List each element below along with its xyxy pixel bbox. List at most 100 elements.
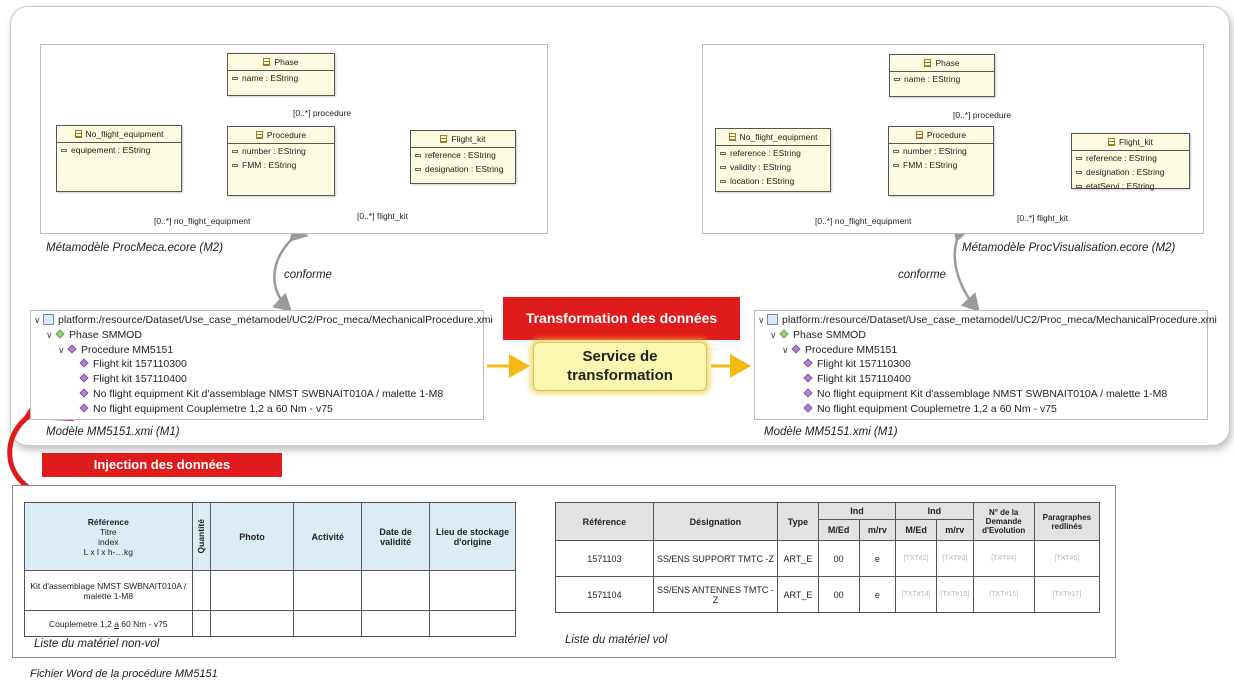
- tree-item[interactable]: Flight kit 157110300: [34, 357, 493, 372]
- header-reference: Référence Titre index L x l x h-…kg: [24, 502, 193, 571]
- tree-item[interactable]: Flight kit 157110400: [758, 372, 1217, 387]
- right-class-phase[interactable]: Phase name : EString: [889, 54, 995, 97]
- right-class-procedure[interactable]: Procedure number : EString FMM : EString: [888, 126, 994, 196]
- resource-icon: [43, 314, 54, 325]
- header-reference: Référence: [555, 502, 654, 541]
- class-icon: [915, 131, 923, 139]
- tree-item[interactable]: No flight equipment Kit d'assemblage NMS…: [758, 387, 1217, 402]
- injection-arrow: [7, 376, 75, 497]
- left-class-nfe[interactable]: No_flight_equipment equipement : EString: [56, 125, 182, 192]
- phase-icon: [779, 329, 789, 339]
- class-icon: [255, 131, 263, 139]
- right-rel-kit: [0..*] flight_kit: [1017, 213, 1069, 223]
- tree-item[interactable]: No flight equipment Kit d'assemblage NMS…: [34, 387, 493, 402]
- element-icon: [803, 388, 813, 398]
- attribute-icon: [61, 149, 67, 152]
- left-model-caption: Modèle MM5151.xmi (M1): [46, 426, 180, 438]
- class-icon: [263, 58, 271, 66]
- header-demande: N° de la Demande d'Evolution: [972, 502, 1035, 541]
- table-nonvol: Référence Titre index L x l x h-…kg Quan…: [24, 502, 516, 637]
- header-lieu: Lieu de stockage d'origine: [429, 502, 516, 571]
- left-class-procedure[interactable]: Procedure number : EString FMM : EString: [227, 126, 335, 196]
- procedure-icon: [67, 344, 77, 354]
- tree-root[interactable]: ∨platform:/resource/Dataset/Use_case_met…: [34, 314, 493, 326]
- attribute-icon: [1076, 157, 1082, 160]
- left-class-flight-kit[interactable]: Flight_kit reference : EString designati…: [410, 130, 516, 184]
- attribute-icon: [232, 77, 238, 80]
- conforme-right-arrow: [952, 222, 980, 312]
- class-icon: [74, 130, 82, 138]
- attribute-icon: [232, 164, 238, 167]
- procedure-icon: [791, 344, 801, 354]
- right-rel-procedure: [0..*] procedure: [953, 110, 1012, 120]
- tree-item[interactable]: Flight kit 157110400: [34, 372, 493, 387]
- vol-caption: Liste du matériel vol: [565, 634, 668, 646]
- header-paragraphes: Paragraphes redlinés: [1033, 502, 1101, 541]
- attribute-icon: [720, 166, 726, 169]
- table-row: 1571103 SS/ENS SUPPORT TMTC -Z ART_E 00 …: [555, 540, 1101, 577]
- attribute-icon: [1076, 185, 1082, 188]
- tree-phase[interactable]: ∨Phase SMMOD: [46, 328, 142, 341]
- chevron-down-icon: ∨: [46, 329, 53, 340]
- table-row: 1571104 SS/ENS ANTENNES TMTC -Z ART_E 00…: [555, 576, 1101, 613]
- chevron-down-icon: ∨: [782, 344, 789, 355]
- table-vol: Référence Désignation Type Ind Ind N° de…: [555, 502, 1101, 613]
- tree-item[interactable]: No flight equipment Couplemetre 1,2 a 60…: [34, 402, 493, 417]
- right-class-nfe[interactable]: No_flight_equipment reference : EString …: [715, 128, 831, 192]
- element-icon: [79, 403, 89, 413]
- element-icon: [79, 388, 89, 398]
- left-rel-nfe: [0..*] no_flight_equipment: [154, 216, 251, 226]
- resource-icon: [767, 314, 778, 325]
- chevron-down-icon: ∨: [34, 315, 41, 325]
- class-icon: [440, 135, 448, 143]
- service-line-2: transformation: [567, 367, 673, 384]
- attribute-icon: [720, 152, 726, 155]
- left-meta-caption: Métamodèle ProcMeca.ecore (M2): [46, 242, 224, 254]
- right-model-caption: Modèle MM5151.xmi (M1): [764, 426, 898, 438]
- element-icon: [803, 358, 813, 368]
- attribute-icon: [893, 164, 899, 167]
- tree-root[interactable]: ∨platform:/resource/Dataset/Use_case_met…: [758, 314, 1217, 326]
- tree-procedure[interactable]: ∨Procedure MM5151: [782, 343, 898, 356]
- header-ind-1: Ind: [817, 502, 897, 520]
- tree-procedure[interactable]: ∨Procedure MM5151: [58, 343, 174, 356]
- right-rel-nfe: [0..*] no_flight_equipment: [815, 216, 912, 226]
- element-icon: [79, 358, 89, 368]
- table-row: Couplemetre 1,2 a 60 Nm - v75: [24, 610, 516, 637]
- table-row: Kit d'assemblage NMST SWBNAIT010A / male…: [24, 570, 516, 611]
- right-tree: ∨platform:/resource/Dataset/Use_case_met…: [758, 313, 1217, 417]
- attribute-icon: [894, 78, 900, 81]
- attribute-icon: [720, 180, 726, 183]
- header-activite: Activité: [293, 502, 363, 571]
- phase-icon: [55, 329, 65, 339]
- chevron-down-icon: ∨: [770, 329, 777, 340]
- chevron-down-icon: ∨: [58, 344, 65, 355]
- attribute-icon: [415, 168, 421, 171]
- element-icon: [803, 403, 813, 413]
- transformation-service-box: Service de transformation: [533, 342, 707, 391]
- service-line-1: Service de: [582, 348, 658, 365]
- left-model-tree: [30, 310, 484, 420]
- header-type: Type: [777, 502, 819, 541]
- right-model-tree: [754, 310, 1208, 420]
- left-class-phase[interactable]: Phase name : EString: [227, 53, 335, 96]
- attribute-icon: [1076, 171, 1082, 174]
- right-class-flight-kit[interactable]: Flight_kit reference : EString designati…: [1071, 133, 1190, 191]
- element-icon: [803, 373, 813, 383]
- header-ind-2: Ind: [895, 502, 974, 520]
- header-photo: Photo: [209, 502, 295, 571]
- left-rel-procedure: [0..*] procedure: [293, 108, 352, 118]
- tree-phase[interactable]: ∨Phase SMMOD: [770, 328, 866, 341]
- conforme-right-label: conforme: [898, 269, 946, 281]
- conforme-left-label: conforme: [284, 269, 332, 281]
- header-designation: Désignation: [652, 502, 779, 541]
- left-rel-kit: [0..*] flight_kit: [357, 211, 409, 221]
- nonvol-caption: Liste du matériel non-vol: [34, 638, 160, 650]
- class-icon: [924, 59, 932, 67]
- tree-item[interactable]: Flight kit 157110300: [758, 357, 1217, 372]
- injection-label: Injection des données: [42, 453, 282, 477]
- class-icon: [1107, 138, 1115, 146]
- tree-item[interactable]: No flight equipment Couplemetre 1,2 a 60…: [758, 402, 1217, 417]
- header-date: Date de validité: [361, 502, 431, 571]
- attribute-icon: [893, 150, 899, 153]
